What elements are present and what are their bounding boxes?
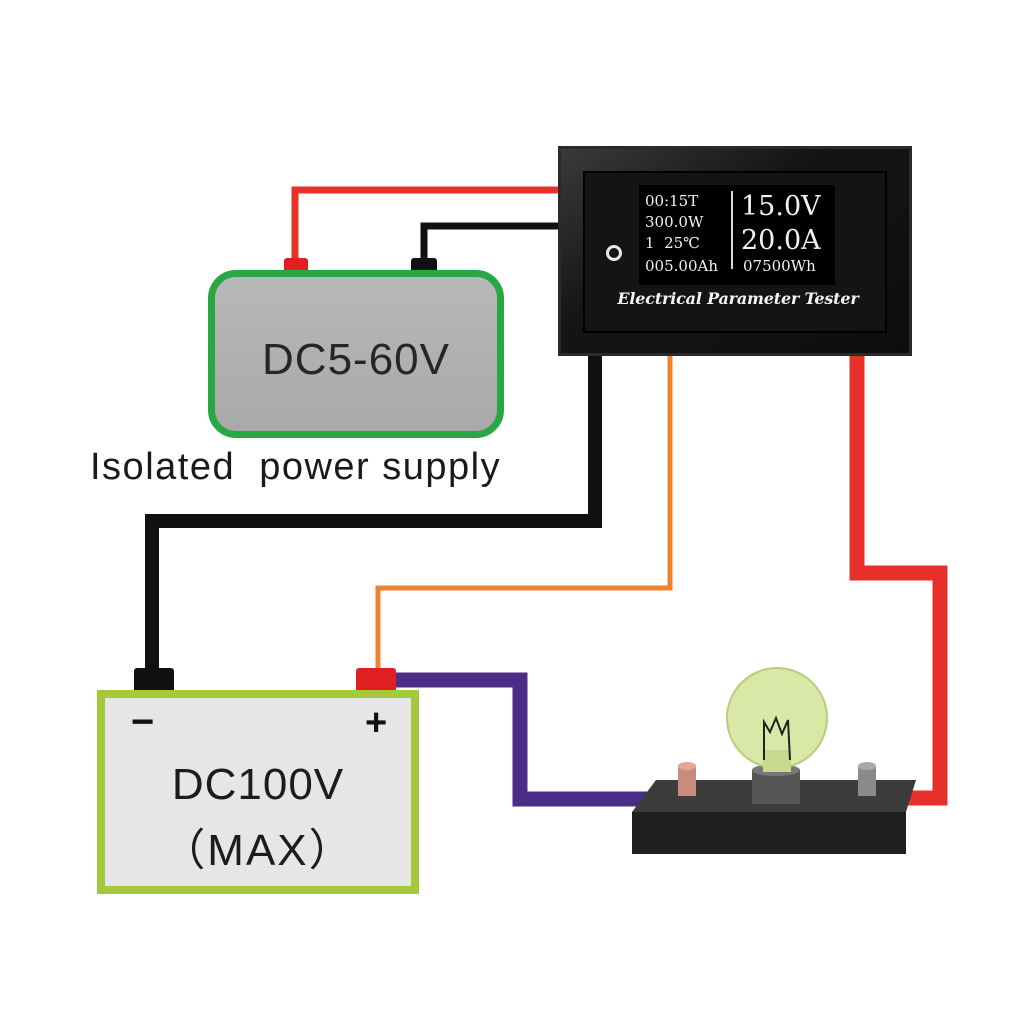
- wire-supply-red: [291, 186, 560, 262]
- battery: − + DC100V （MAX）: [97, 690, 419, 894]
- lamp-terminal-left: [678, 766, 696, 796]
- lamp-terminal-right: [858, 766, 876, 796]
- battery-minus-sign: −: [131, 700, 155, 744]
- isolated-power-supply: DC5-60V: [208, 270, 504, 438]
- wire-supply-black: [420, 222, 560, 262]
- lamp-base-front: [632, 812, 906, 854]
- display-capacity: 005.00Ah: [645, 257, 718, 275]
- button-icon[interactable]: [606, 245, 622, 261]
- display-time: 00:15T: [645, 192, 699, 210]
- display-divider: [731, 191, 733, 269]
- parameter-tester: 00:15T 300.0W 1 25℃ 005.00Ah 15.0V 20.0A…: [558, 146, 912, 356]
- battery-max: （MAX）: [161, 826, 355, 875]
- display-voltage: 15.0V: [741, 191, 821, 222]
- tester-display: 00:15T 300.0W 1 25℃ 005.00Ah 15.0V 20.0A…: [639, 185, 835, 285]
- bulb-icon: [726, 667, 828, 772]
- tester-label: Electrical Parameter Tester: [617, 289, 859, 308]
- display-current: 20.0A: [741, 225, 821, 256]
- supply-voltage-label: DC5-60V: [262, 335, 450, 384]
- wire-battery-purple: [394, 672, 672, 807]
- display-power: 300.0W: [645, 213, 704, 231]
- wire-meter-red: [849, 354, 948, 806]
- battery-rating: DC100V: [171, 760, 345, 809]
- battery-plus-sign: +: [365, 702, 388, 744]
- wire-meter-orange: [375, 354, 673, 672]
- wire-meter-black: [145, 354, 602, 672]
- display-energy: 07500Wh: [743, 257, 816, 275]
- supply-caption: Isolated power supply: [90, 446, 502, 488]
- display-status: 1 25℃: [645, 234, 700, 252]
